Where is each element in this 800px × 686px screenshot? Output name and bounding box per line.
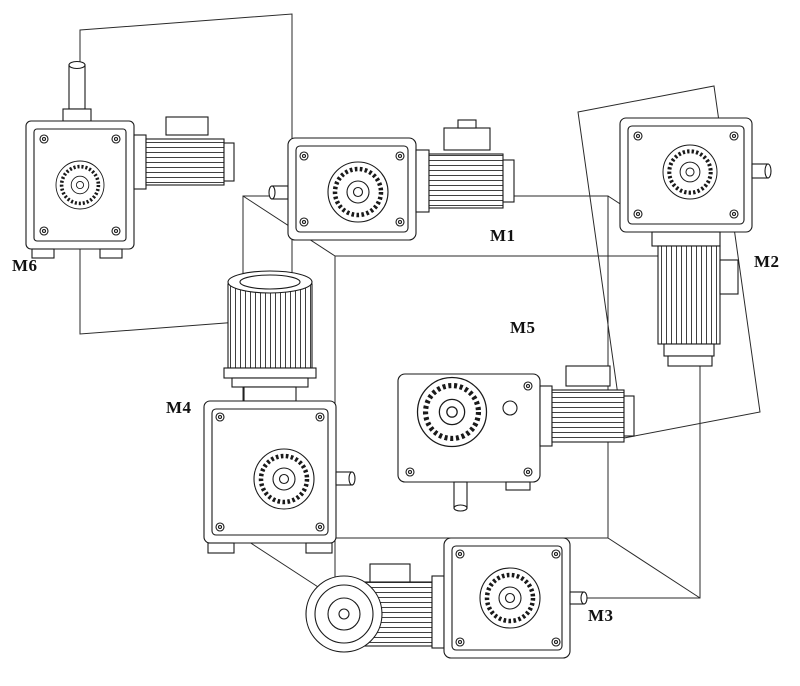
gearmotor-m5-illustration [397,365,635,512]
label-m6: M6 [12,256,38,275]
gearmotor-m3-illustration [305,537,588,659]
label-m2: M2 [754,252,780,271]
gearmotor-m2-illustration [619,117,772,367]
mounting-plane-right [577,85,761,439]
label-m5: M5 [510,318,536,337]
gearmotor-m6-illustration [25,60,235,259]
gearmotor-m4-illustration [203,270,356,554]
label-m1: M1 [490,226,516,245]
label-m3: M3 [588,606,614,625]
gearmotor-m1-illustration [268,119,515,241]
label-m4: M4 [166,398,192,417]
